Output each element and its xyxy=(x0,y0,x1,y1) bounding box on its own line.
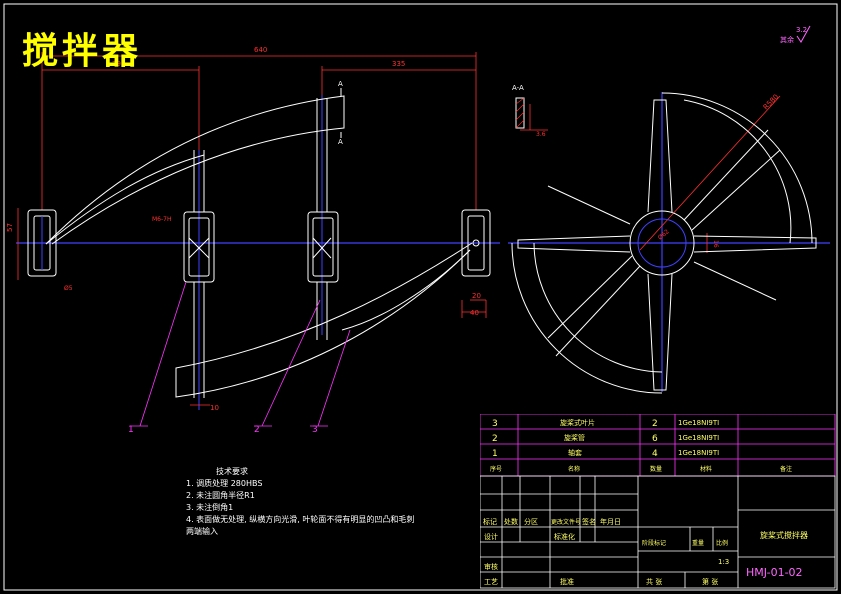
part-row-name: 轴套 xyxy=(568,448,582,457)
part-row-no: 2 xyxy=(492,434,498,444)
blade-front-view xyxy=(45,95,473,398)
tech-item: 4. 表面做无处理, 纵横方向光滑, 叶轮面不得有明显的凹凸和毛刺 xyxy=(186,515,415,524)
tech-requirements: 技术要求 1. 调质处理 280HBS 2. 未注圆角半径R1 3. 未注倒角1… xyxy=(186,466,414,538)
dim-r62: Ø62 xyxy=(657,228,671,241)
tb-approve: 批准 xyxy=(560,577,574,586)
dim-295: 295 xyxy=(112,60,125,68)
tb-weight: 重量 xyxy=(692,539,704,547)
callout-2: 2 xyxy=(254,425,260,435)
roughness-symbol: 其余 3.2 xyxy=(780,25,811,44)
part-row-name: 旋桨管 xyxy=(564,433,585,442)
arrow-a-bottom: A xyxy=(338,138,343,146)
part-row-name: 旋桨式叶片 xyxy=(560,418,595,427)
tb-design: 设计 xyxy=(484,532,498,541)
callout-1: 1 xyxy=(128,425,134,435)
hub-left xyxy=(27,209,57,277)
roughness-value: 3.2 xyxy=(796,26,807,34)
tech-heading: 技术要求 xyxy=(216,467,248,476)
shaft-lines xyxy=(193,98,328,398)
header-qty: 数量 xyxy=(650,465,662,473)
section-aa-label: A-A xyxy=(512,84,524,92)
header-note: 备注 xyxy=(780,465,792,473)
tb-count: 处数 xyxy=(504,517,518,526)
tech-item: 2. 未注圆角半径R1 xyxy=(186,491,255,500)
dim-335: 335 xyxy=(392,60,405,68)
part-row-qty: 6 xyxy=(652,434,658,444)
part-row-qty: 4 xyxy=(652,449,658,459)
tb-zone: 分区 xyxy=(524,517,538,526)
dim-16: 16 xyxy=(712,240,719,248)
drawing-border xyxy=(3,3,838,591)
dim-57: 57 xyxy=(6,223,14,232)
tb-mark: 标记 xyxy=(483,517,497,526)
section-36: 3.6 xyxy=(536,131,546,138)
drawing-title: 搅拌器 xyxy=(22,30,143,72)
tb-standard: 标准化 xyxy=(554,532,575,541)
callout-leaders xyxy=(130,281,351,427)
tb-drawing-no: HMJ-01-02 xyxy=(746,566,803,579)
tech-item: 两端输入 xyxy=(186,527,218,536)
dim-10: 10 xyxy=(210,404,219,412)
part-row-material: 1Ge18NI9TI xyxy=(678,419,719,427)
part-row-material: 1Ge18NI9TI xyxy=(678,434,719,442)
dim-20: 20 xyxy=(472,292,481,300)
arrow-a-top: A xyxy=(338,80,343,88)
hub-middle-1 xyxy=(183,211,215,283)
header-no: 序号 xyxy=(490,465,502,473)
tb-ratio: 比例 xyxy=(716,539,728,547)
tb-sheet-total: 共 张 xyxy=(646,577,662,586)
hub-middle-2 xyxy=(307,211,339,283)
tb-sign: 签名 xyxy=(582,517,596,526)
blade-top-view xyxy=(511,92,817,394)
tb-change-doc: 更改文件号 xyxy=(551,518,581,526)
part-row-qty: 2 xyxy=(652,419,658,429)
header-name: 名称 xyxy=(568,465,580,473)
title-block: 3 旋桨式叶片 2 1Ge18NI9TI 2 旋桨管 6 1Ge18NI9TI … xyxy=(480,414,836,589)
tb-stage: 阶段标记 xyxy=(642,539,666,547)
tb-review: 审核 xyxy=(484,562,498,571)
hub-right xyxy=(461,209,491,277)
part-row-no: 3 xyxy=(492,419,498,429)
callout-3: 3 xyxy=(312,425,318,435)
tb-sheet-no: 第 张 xyxy=(702,577,718,586)
part-row-material: 1Ge18NI9TI xyxy=(678,449,719,457)
tb-date: 年月日 xyxy=(600,517,621,526)
tech-item: 3. 未注倒角1 xyxy=(186,503,234,512)
tb-process: 工艺 xyxy=(484,578,498,586)
dim-40: 40 xyxy=(470,309,479,317)
tb-scale: 1:3 xyxy=(718,558,729,566)
header-material: 材料 xyxy=(700,465,712,473)
section-aa-profile xyxy=(515,97,525,129)
dim-m6: M6-7H xyxy=(152,216,172,223)
dim-640: 640 xyxy=(254,46,267,54)
dim-phi: Ø5 xyxy=(64,285,73,292)
part-row-no: 1 xyxy=(492,449,498,459)
dim-r580: R580 xyxy=(762,93,781,112)
tech-item: 1. 调质处理 280HBS xyxy=(186,479,263,488)
roughness-label: 其余 xyxy=(780,35,794,44)
tb-drawing-name: 旋桨式搅拌器 xyxy=(760,530,808,540)
